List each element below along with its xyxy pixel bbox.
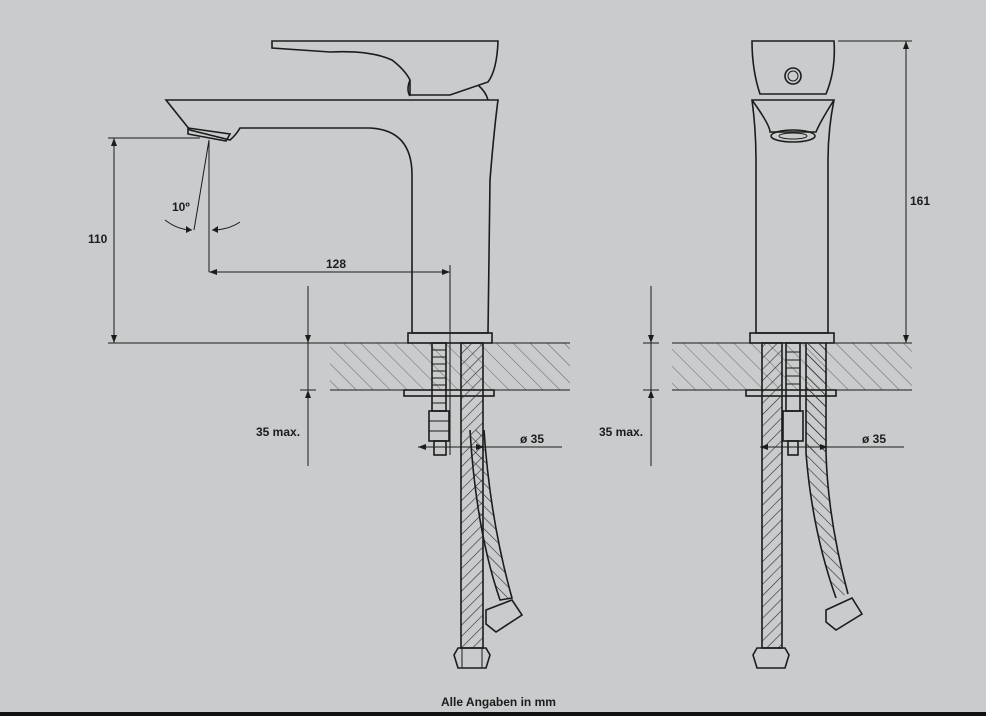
threaded-rod-left	[428, 342, 450, 456]
mounting-plate-left	[403, 389, 495, 397]
dim-dia-right	[760, 444, 904, 450]
countertop-section-right	[672, 342, 912, 391]
hose-straight-left	[453, 342, 491, 669]
dim-35max-left-label: 35 max.	[256, 425, 300, 439]
dim-161	[834, 40, 912, 344]
dim-dia-left	[418, 444, 562, 450]
aerator-front	[770, 129, 816, 143]
faucet-body-front	[751, 99, 835, 334]
dim-dia-left-label: ø 35	[520, 432, 544, 446]
handle-front	[751, 40, 836, 95]
dim-35max-right	[643, 286, 659, 466]
side-view: 110 10º 128 35 max.	[88, 40, 570, 669]
dim-110-label: 110	[88, 232, 108, 246]
dim-128	[209, 265, 451, 455]
bottom-border	[0, 712, 986, 716]
dim-128-label: 128	[326, 257, 346, 271]
handle-indicator	[784, 67, 802, 85]
hose-bent-right	[805, 343, 864, 631]
faucet-body-left	[164, 99, 499, 334]
dim-dia-right-label: ø 35	[862, 432, 886, 446]
front-view: 161 35 max. ø 35	[599, 40, 930, 669]
handle-lever-left	[271, 40, 499, 96]
units-note: Alle Angaben in mm	[441, 695, 556, 709]
threaded-rod-right	[782, 342, 804, 456]
hose-bent-left	[469, 429, 524, 633]
mounting-plate-right	[745, 389, 837, 397]
handle-cap-left	[477, 84, 489, 101]
dim-angle	[164, 139, 241, 272]
dim-35max-left	[300, 286, 316, 466]
spout-outlet-front	[751, 99, 835, 133]
handle-pin-left	[407, 79, 411, 97]
dim-110	[108, 137, 330, 344]
dim-161-label: 161	[910, 194, 930, 208]
dim-angle-label: 10º	[172, 200, 190, 214]
dim-35max-right-label: 35 max.	[599, 425, 643, 439]
hose-straight-right	[752, 342, 790, 669]
aerator-left	[187, 127, 232, 142]
base-flange-right	[749, 332, 835, 344]
